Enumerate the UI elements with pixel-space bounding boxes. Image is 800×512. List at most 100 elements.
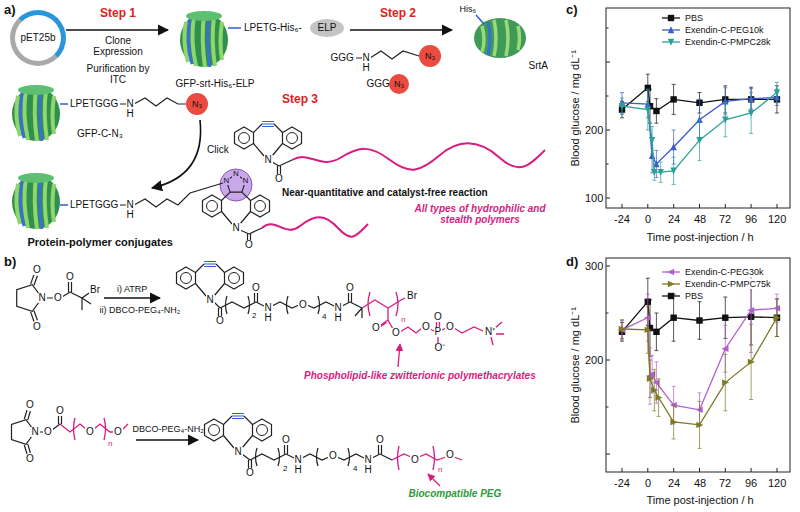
atom-label: N⁺: [484, 327, 496, 337]
data-series: [619, 82, 780, 184]
step-label: Step 1: [100, 7, 136, 21]
polymer-note: Phospholipid-like zwitterionic polymetha…: [304, 370, 536, 382]
legend-text: Exendin-C-PEG30k: [684, 267, 765, 277]
chemical-bond: [12, 51, 420, 468]
reagent-label: DBCO-PEG₄-NH₂: [133, 424, 204, 434]
atom-label: N: [234, 447, 243, 457]
legend-sample: [668, 293, 674, 299]
tick-label: 100: [585, 192, 603, 205]
atom-label: O: [445, 322, 455, 332]
data-line: [622, 97, 777, 164]
tick-label: 120: [768, 213, 786, 226]
data-marker: [722, 117, 728, 124]
azide-badge: N₃: [186, 93, 208, 115]
srta-protein: [476, 15, 484, 24]
axis-title: Time post-injection / h: [647, 231, 754, 244]
polymer-chain: [292, 143, 545, 169]
data-marker: [658, 169, 664, 176]
data-marker: [670, 96, 676, 102]
data-marker: [651, 169, 657, 176]
tick-label: 200: [585, 124, 603, 137]
atom-label: O: [32, 322, 42, 332]
data-marker: [722, 346, 729, 352]
chart-frame: [606, 8, 790, 472]
polymer-chain: [398, 344, 400, 367]
polymer-note: Biocompatible PEG: [409, 488, 502, 500]
atom-label: O: [53, 293, 63, 303]
legend-sample: [667, 269, 674, 275]
atom-label: O: [421, 322, 431, 332]
node-text: ELP: [318, 23, 337, 33]
atom-label: O: [32, 265, 42, 275]
legend-sample: [668, 281, 675, 287]
text-label: Click: [207, 144, 229, 156]
atom-label: O: [43, 427, 53, 437]
atom-label: H: [264, 313, 273, 323]
caption-label: Protein-polymer conjugates: [28, 236, 173, 249]
atom-label: H: [126, 109, 135, 119]
text-label: Clone Expression: [86, 35, 150, 58]
tick-label: -24: [614, 213, 630, 226]
data-marker: [696, 137, 702, 144]
data-series: [619, 278, 780, 356]
tick-label: 24: [668, 213, 680, 226]
polymer-chain: [428, 474, 440, 486]
data-marker: [747, 307, 754, 313]
step-label: Step 2: [380, 7, 416, 21]
tick-label: 200: [585, 354, 603, 367]
chemical-bond: [272, 160, 292, 174]
legend-sample: [668, 39, 674, 46]
atom-label: N: [242, 177, 250, 185]
chart-frame: [606, 28, 777, 208]
tick-label: 24: [668, 477, 680, 490]
subscript-label: 2: [252, 312, 256, 320]
subscript-label: 4: [322, 313, 326, 321]
azide-badge: N₃: [419, 45, 441, 67]
atom-label: H: [362, 63, 371, 73]
step-arrow: [136, 439, 198, 441]
chart-frame: [606, 266, 777, 472]
panel-letter: d): [566, 255, 578, 270]
subscript-label: n: [108, 440, 112, 448]
legend-sample: [668, 26, 674, 33]
tick-label: 300: [585, 260, 603, 273]
axis-title: Time post-injection / h: [647, 494, 754, 507]
atom-label: O⁻: [434, 343, 447, 353]
polymer-chain: [398, 446, 435, 470]
dbco-group: [224, 414, 253, 425]
tick-label: -24: [614, 477, 630, 490]
atom-label: N: [294, 455, 303, 465]
dbco-group: [196, 262, 225, 273]
protein-tail: [60, 28, 241, 205]
panel-letter: b): [4, 255, 16, 270]
step-arrow: [152, 120, 201, 188]
gfp-protein: [12, 85, 60, 141]
chart-frame: [606, 258, 790, 472]
node-text: N₃: [394, 80, 404, 89]
srta-protein: [482, 20, 520, 56]
tick-label: 72: [719, 213, 731, 226]
data-marker: [645, 106, 651, 113]
atom-label: N: [264, 303, 273, 313]
polymer-chain: [362, 298, 504, 345]
atom-label: O: [25, 400, 35, 410]
data-marker: [748, 359, 755, 365]
polymer-chain: [368, 292, 398, 316]
srta-protein: [474, 15, 526, 58]
chemical-bond: [31, 275, 91, 322]
tick-label: 72: [719, 477, 731, 490]
data-marker: [722, 379, 729, 385]
text-label: SrtA: [529, 60, 548, 72]
atom-label: O: [55, 406, 65, 416]
elp-tag: ELP: [310, 19, 344, 37]
text-label: LPETGGG: [70, 98, 118, 110]
data-marker: [649, 137, 655, 144]
chemical-bond: [24, 410, 61, 454]
polymer-chain: [74, 418, 106, 440]
chemical-bond: [226, 296, 320, 314]
atom-label: O: [245, 468, 255, 478]
node-text: N₃: [425, 52, 435, 61]
data-marker: [696, 317, 702, 323]
tick-label: 48: [694, 213, 706, 226]
atom-label: O: [328, 451, 338, 461]
